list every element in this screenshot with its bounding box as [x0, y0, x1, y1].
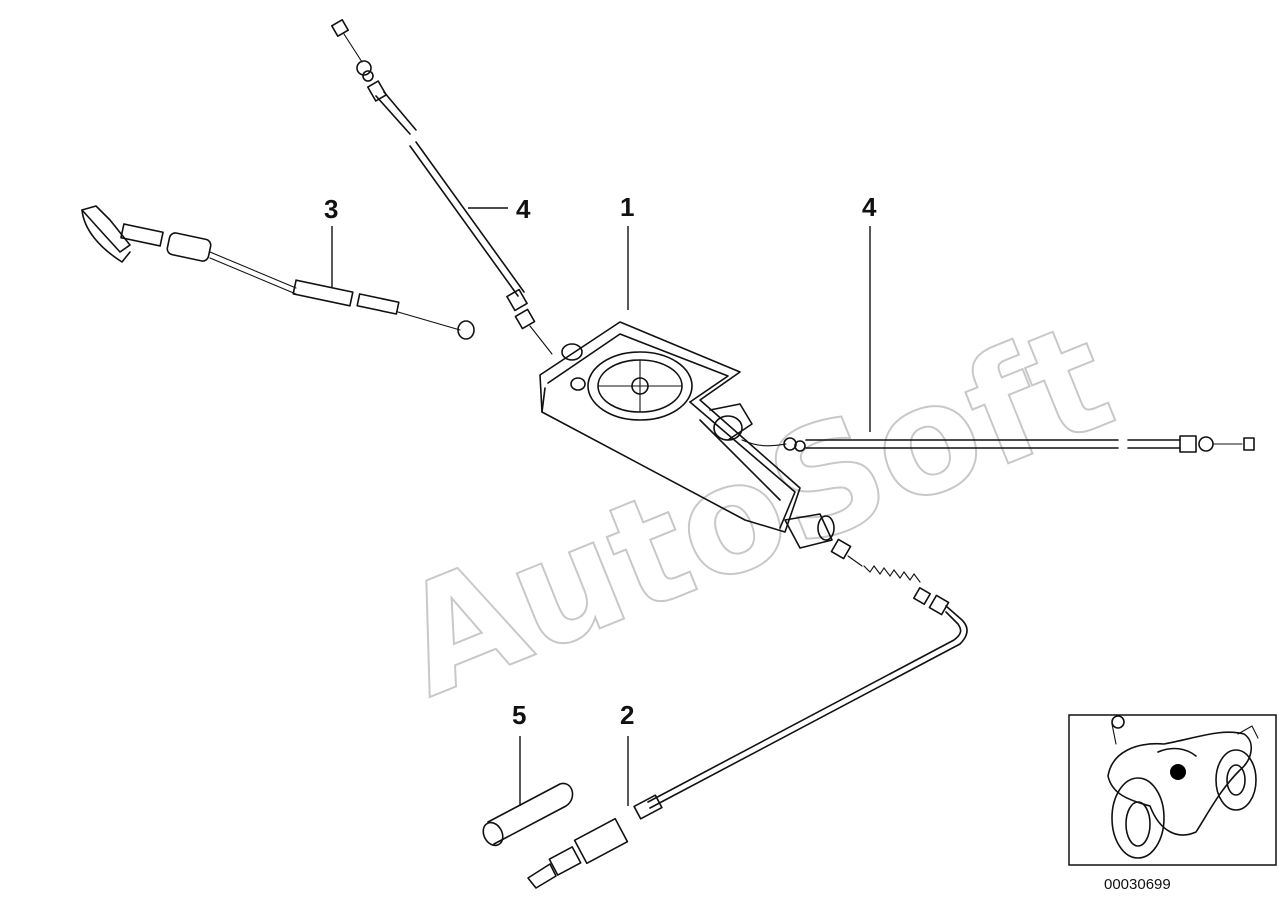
- cable-left: [81, 205, 475, 340]
- callout-5: 5: [512, 700, 526, 730]
- callout-4-right: 4: [862, 192, 877, 222]
- inset-frame: [1068, 714, 1277, 866]
- sleeve-tube: [482, 782, 574, 847]
- callout-4-upper: 4: [516, 194, 531, 224]
- motorcycle-icon: [1107, 715, 1259, 859]
- callout-1: 1: [620, 192, 634, 222]
- location-marker: [1170, 764, 1186, 780]
- location-inset: 00030699: [1068, 714, 1277, 893]
- cable-right: [741, 435, 1255, 453]
- watermark-text: AutoSoft: [377, 290, 1134, 731]
- cable-upper: [331, 19, 553, 355]
- control-unit-housing: [539, 321, 835, 549]
- callout-3: 3: [324, 194, 338, 224]
- cable-lower: [527, 538, 968, 889]
- part-number: 00030699: [1104, 876, 1171, 893]
- callout-2: 2: [620, 700, 634, 730]
